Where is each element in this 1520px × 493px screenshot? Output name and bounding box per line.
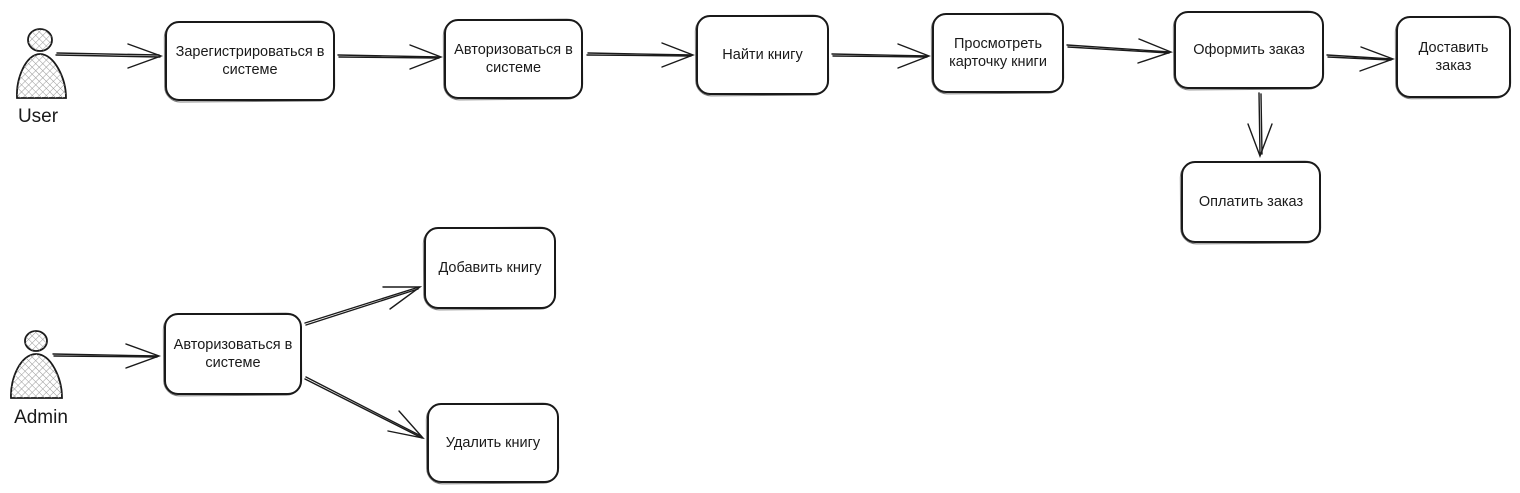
actor-admin-label: Admin (14, 407, 68, 428)
arrow-auth-admin-to-delete (304, 376, 425, 440)
arrow-order-to-deliver (1326, 46, 1396, 72)
arrow-auth-user-to-find (586, 42, 695, 68)
box-place-order-label: Оформить заказ (1193, 42, 1305, 58)
box-deliver-order-label: Доставить заказ (1418, 40, 1489, 74)
actor-user-label: User (17, 106, 59, 127)
box-pay-order-label: Оплатить заказ (1198, 194, 1304, 210)
box-pay-order[interactable]: Оплатить заказ (1181, 161, 1321, 243)
arrow-register-to-auth-user (337, 44, 443, 70)
box-add-book-label: Добавить книгу (438, 260, 542, 276)
box-auth-admin[interactable]: Авторизоваться в системе (164, 313, 302, 395)
arrow-admin-to-auth-admin (52, 343, 162, 369)
box-deliver-order[interactable]: Доставить заказ (1396, 16, 1511, 98)
arrow-order-to-pay (1247, 92, 1273, 158)
box-auth-admin-label: Авторизоваться в системе (173, 337, 293, 371)
box-delete-book-label: Удалить книгу (445, 435, 541, 451)
box-auth-user[interactable]: Авторизоваться в системе (444, 19, 583, 99)
box-delete-book[interactable]: Удалить книгу (427, 403, 559, 483)
arrow-auth-admin-to-add (304, 286, 423, 326)
box-auth-user-label: Авторизоваться в системе (454, 42, 573, 76)
box-register[interactable]: Зарегистрироваться в системе (165, 21, 335, 101)
box-register-label: Зарегистрироваться в системе (175, 44, 325, 78)
box-view-book-card[interactable]: Просмотреть карточку книги (932, 13, 1064, 93)
box-view-book-card-label: Просмотреть карточку книги (949, 36, 1047, 70)
arrow-user-to-register (55, 43, 164, 69)
box-add-book[interactable]: Добавить книгу (424, 227, 556, 309)
box-place-order[interactable]: Оформить заказ (1174, 11, 1324, 89)
arrow-view-to-order (1066, 38, 1174, 64)
actor-user-icon (16, 28, 67, 99)
actor-admin-icon (10, 330, 63, 399)
arrow-find-to-view (831, 43, 931, 69)
box-find-book[interactable]: Найти книгу (696, 15, 829, 95)
box-find-book-label: Найти книгу (722, 47, 803, 63)
